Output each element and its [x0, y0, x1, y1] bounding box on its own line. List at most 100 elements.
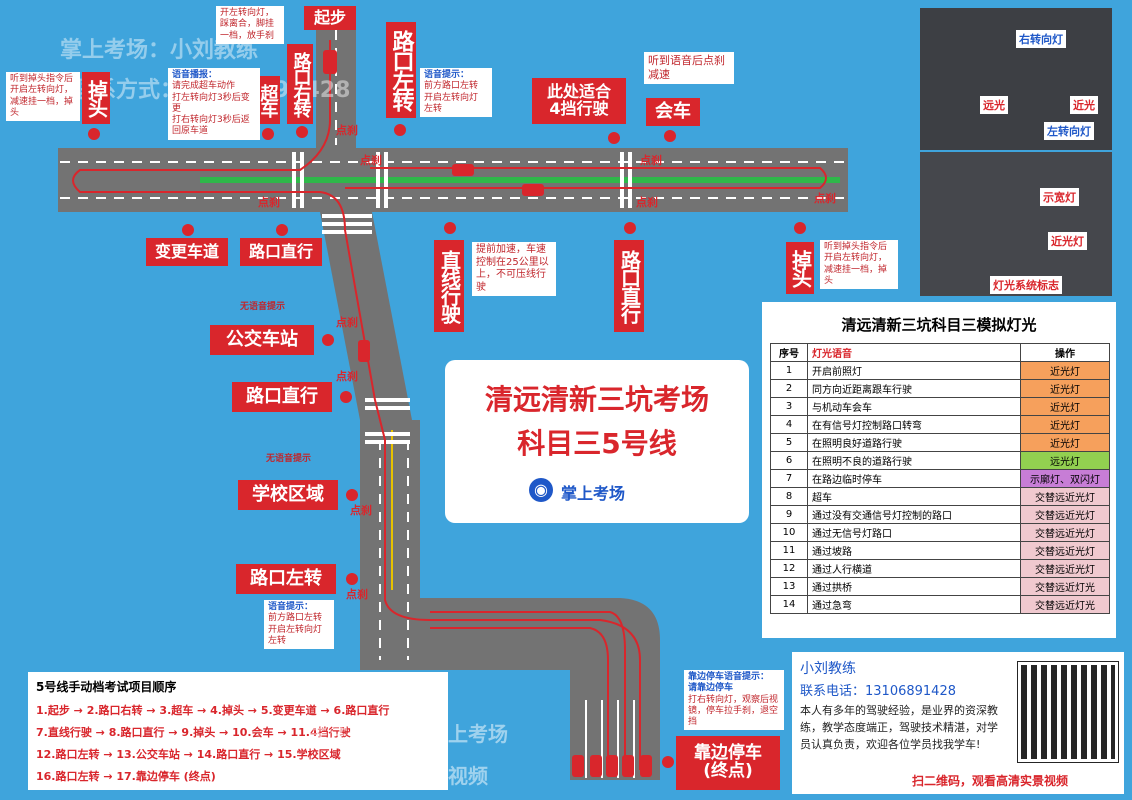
- sequence-title: 5号线手动档考试项目顺序: [36, 680, 177, 694]
- note-overtake-title: 语音播报：: [172, 70, 218, 80]
- brake-mark: 点刹: [258, 196, 280, 209]
- note-no-voice-2: 无语音提示: [262, 452, 330, 467]
- sequence-line: 7.直线行驶 → 8.路口直行 → 9.掉头 → 10.会车 → 11.4挡行驶: [36, 726, 351, 739]
- title-line-1: 清远清新三坑考场: [484, 383, 709, 416]
- col-voice: 灯光语音: [807, 343, 1021, 362]
- note-no-voice-1-text: 无语音提示: [240, 302, 286, 312]
- qr-code[interactable]: [1017, 661, 1119, 763]
- row-no: 10: [770, 523, 808, 542]
- brake-mark: 点刹: [336, 316, 358, 329]
- row-op: 交替远近光灯: [1020, 523, 1110, 542]
- brake-mark: 点刹: [360, 154, 382, 167]
- row-op: 示廓灯、双闪灯: [1020, 469, 1110, 488]
- marker-dot: [182, 224, 194, 236]
- row-op: 交替远近灯光: [1020, 577, 1110, 596]
- photo-signal-label-left: 左转向灯: [1044, 122, 1094, 140]
- row-no: 5: [770, 433, 808, 452]
- row-voice: 通过人行横道: [807, 559, 1021, 578]
- photo-signal-stalk: 右转向灯 远光 近光 左转向灯: [920, 8, 1112, 150]
- marker-dot: [346, 573, 358, 585]
- row-voice: 通过急弯: [807, 595, 1021, 614]
- contact-panel: 小刘教练 联系电话：13106891428 本人有多年的驾驶经验，是业界的资深教…: [792, 652, 1124, 794]
- row-voice: 通过拱桥: [807, 577, 1021, 596]
- note-meet: 听到语音后点刹减速: [644, 52, 734, 84]
- row-voice: 在照明不良的道路行驶: [807, 451, 1021, 470]
- marker-dot: [340, 391, 352, 403]
- label-start: 起步: [304, 6, 356, 30]
- row-voice: 在路边临时停车: [807, 469, 1021, 488]
- note-uturn-right: 听到掉头指令后开启左转向灯，减速挂一档，掉头: [820, 240, 898, 289]
- title-line-2: 科目三5号线: [517, 427, 677, 460]
- row-no: 4: [770, 415, 808, 434]
- label-gear4: 此处适合 4挡行驶: [532, 78, 626, 124]
- row-voice: 与机动车会车: [807, 397, 1021, 416]
- photo-signal-label-right: 右转向灯: [1016, 30, 1066, 48]
- note-speed: 提前加速，车速控制在25公里以上，不可压线行驶: [472, 242, 556, 296]
- coach-bio: 本人有多年的驾驶经验，是业界的资深教练，教学态度端正，驾驶技术精湛，对学员认真负…: [800, 704, 998, 752]
- photo-signal-label-high: 远光: [980, 96, 1008, 114]
- row-voice: 在照明良好道路行驶: [807, 433, 1021, 452]
- sequence-panel: 5号线手动档考试项目顺序 1.起步 → 2.路口右转 → 3.超车 → 4.掉头…: [28, 672, 448, 790]
- photo-knob-label-low: 近光灯: [1048, 232, 1087, 250]
- note-left-top-title: 语音提示：: [424, 70, 470, 80]
- note-start: 开左转向灯，踩离合，脚挂一档，放手刹: [216, 6, 284, 44]
- row-no: 6: [770, 451, 808, 470]
- note-uturn-left: 听到掉头指令后开启左转向灯，减速挂一档，掉头: [6, 72, 80, 121]
- note-no-voice-2-text: 无语音提示: [266, 454, 312, 464]
- note-left-bottom-text: 前方路口左转 开启左转向灯 左转: [268, 613, 323, 646]
- photo-knob-label-icon: 灯光系统标志: [990, 276, 1062, 294]
- row-voice: 开启前照灯: [807, 361, 1021, 380]
- row-op: 近光灯: [1020, 379, 1110, 398]
- label-lane-change: 变更车道: [146, 238, 228, 266]
- marker-dot: [346, 489, 358, 501]
- row-no: 12: [770, 559, 808, 578]
- row-op: 近光灯: [1020, 415, 1110, 434]
- row-op: 交替远近光灯: [1020, 487, 1110, 506]
- light-table-title: 清远清新三坑科目三模拟灯光: [841, 316, 1037, 334]
- brake-mark: 点刹: [350, 504, 372, 517]
- label-meet: 会车: [646, 98, 700, 126]
- brake-mark: 点刹: [636, 196, 658, 209]
- row-op: 交替远近光灯: [1020, 559, 1110, 578]
- col-no: 序号: [770, 343, 808, 362]
- marker-dot: [322, 334, 334, 346]
- title-block: 清远清新三坑考场 科目三5号线 ◉ 掌上考场: [445, 360, 749, 523]
- row-no: 7: [770, 469, 808, 488]
- label-uturn-right: 掉头: [786, 242, 814, 294]
- row-no: 13: [770, 577, 808, 596]
- brake-mark: 点刹: [814, 192, 836, 205]
- row-no: 3: [770, 397, 808, 416]
- note-no-voice-1: 无语音提示: [236, 300, 304, 315]
- brake-mark: 点刹: [640, 154, 662, 167]
- label-school: 学校区域: [238, 480, 338, 510]
- note-left-bottom: 语音提示： 前方路口左转 开启左转向灯 左转: [264, 600, 334, 649]
- row-voice: 超车: [807, 487, 1021, 506]
- logo-text: 掌上考场: [561, 484, 626, 503]
- marker-dot: [88, 128, 100, 140]
- row-op: 交替远近光灯: [1020, 505, 1110, 524]
- row-op: 近光灯: [1020, 433, 1110, 452]
- brake-mark: 点刹: [336, 124, 358, 137]
- label-right-turn-top: 路口右转: [287, 44, 313, 124]
- note-left-top: 语音提示： 前方路口左转 开启左转向灯 左转: [420, 68, 492, 117]
- label-park: 靠边停车 (终点): [676, 736, 780, 790]
- marker-dot: [444, 222, 456, 234]
- marker-dot: [662, 756, 674, 768]
- marker-dot: [608, 132, 620, 144]
- note-left-bottom-title: 语音提示：: [268, 602, 314, 612]
- row-op: 近光灯: [1020, 397, 1110, 416]
- coach-phone: 联系电话：13106891428: [800, 684, 956, 699]
- row-voice: 通过坡路: [807, 541, 1021, 560]
